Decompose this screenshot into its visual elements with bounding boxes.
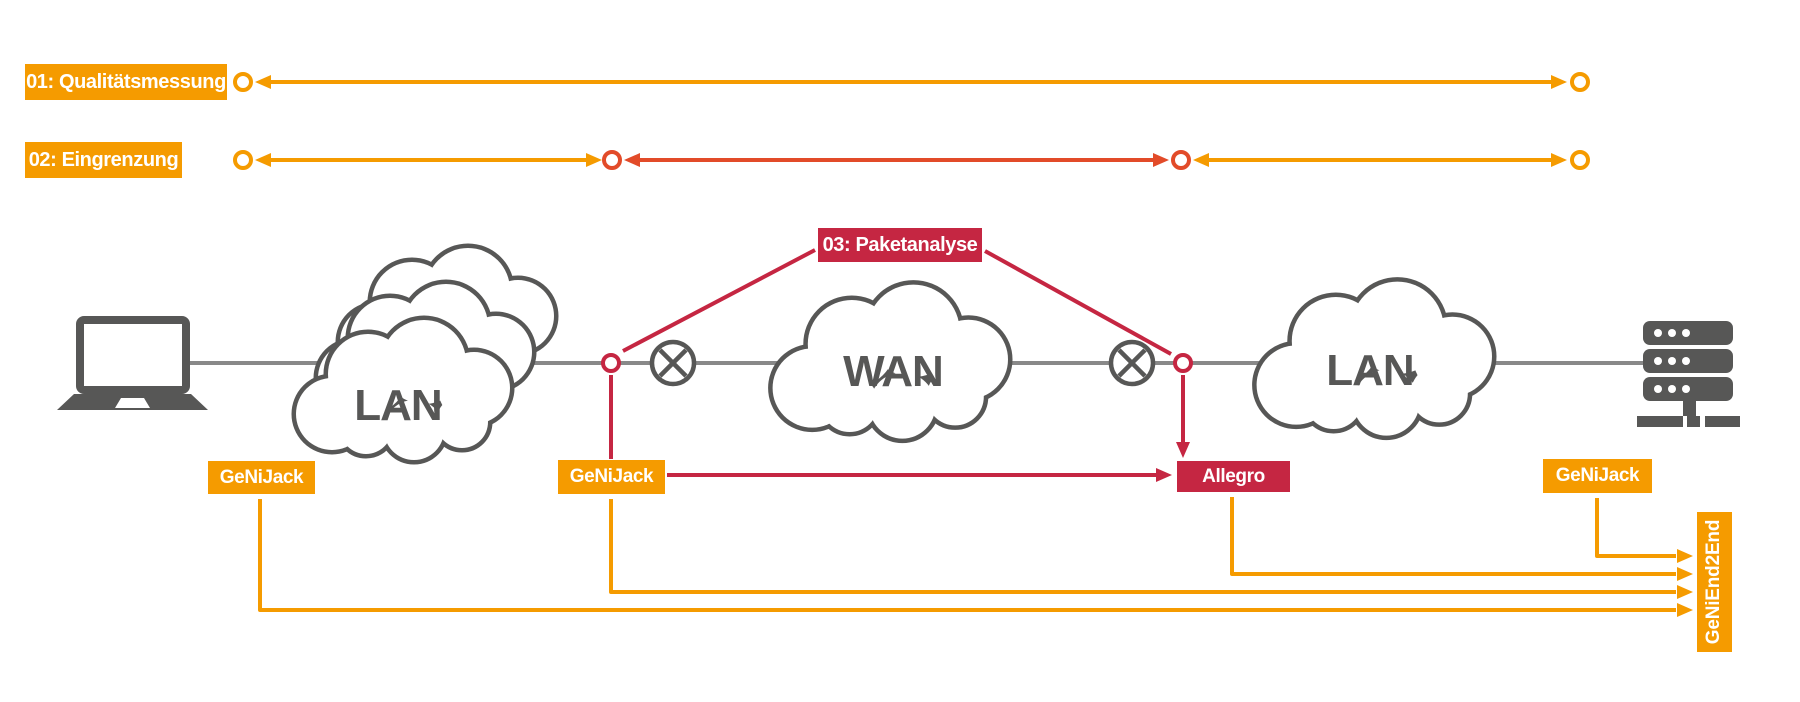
- arrow-left-icon: [255, 75, 271, 89]
- probe-point-icon: [233, 150, 253, 170]
- arrow-left-icon: [255, 153, 271, 167]
- probe-point-icon: [233, 72, 253, 92]
- allegro-badge: Allegro: [1177, 461, 1290, 492]
- arrow-right-icon: [1551, 153, 1567, 167]
- arrow-left-icon: [624, 153, 640, 167]
- capture-connectors: [609, 375, 1190, 482]
- geniend2end-label: GeNiEnd2End: [1703, 519, 1725, 645]
- measurement-line-01: [233, 72, 1590, 92]
- step-03-badge: 03: Paketanalyse: [818, 228, 982, 262]
- arrow-right-icon: [1677, 549, 1693, 563]
- capture-point-icon: [1173, 353, 1193, 373]
- probe-point-icon: [1171, 150, 1191, 170]
- step-01-badge: 01: Qualitätsmessung: [25, 64, 227, 100]
- probe-point-icon: [1570, 150, 1590, 170]
- laptop-icon: [57, 316, 208, 410]
- arrow-right-icon: [1551, 75, 1567, 89]
- geniend2end-badge: GeNiEnd2End: [1697, 512, 1732, 652]
- end2end-connectors: [258, 497, 1693, 617]
- lan-left-label: LAN: [354, 381, 442, 430]
- tap-icon-left: [649, 339, 697, 387]
- packet-analysis-pointers: [622, 248, 1172, 356]
- arrow-right-icon: [1677, 585, 1693, 599]
- wan-label: WAN: [843, 347, 944, 396]
- measurement-line-02-red-segment: [602, 150, 1191, 170]
- arrow-down-icon: [1176, 442, 1190, 458]
- arrow-right-icon: [1677, 603, 1693, 617]
- step-02-badge: 02: Eingrenzung: [25, 142, 182, 178]
- arrow-right-icon: [1153, 153, 1169, 167]
- probe-point-icon: [1570, 72, 1590, 92]
- arrow-right-icon: [1156, 468, 1172, 482]
- arrow-right-icon: [586, 153, 602, 167]
- measurement-line-02: [233, 150, 1590, 170]
- capture-point-icon: [601, 353, 621, 373]
- tap-icon-right: [1108, 339, 1156, 387]
- genijack-right-badge: GeNiJack: [1543, 459, 1652, 493]
- arrow-left-icon: [1193, 153, 1209, 167]
- server-icon: [1637, 321, 1740, 427]
- genijack-middle-badge: GeNiJack: [558, 460, 665, 494]
- arrow-right-icon: [1677, 567, 1693, 581]
- probe-point-icon: [602, 150, 622, 170]
- lan-right-label: LAN: [1326, 346, 1414, 395]
- genijack-left-badge: GeNiJack: [208, 461, 315, 494]
